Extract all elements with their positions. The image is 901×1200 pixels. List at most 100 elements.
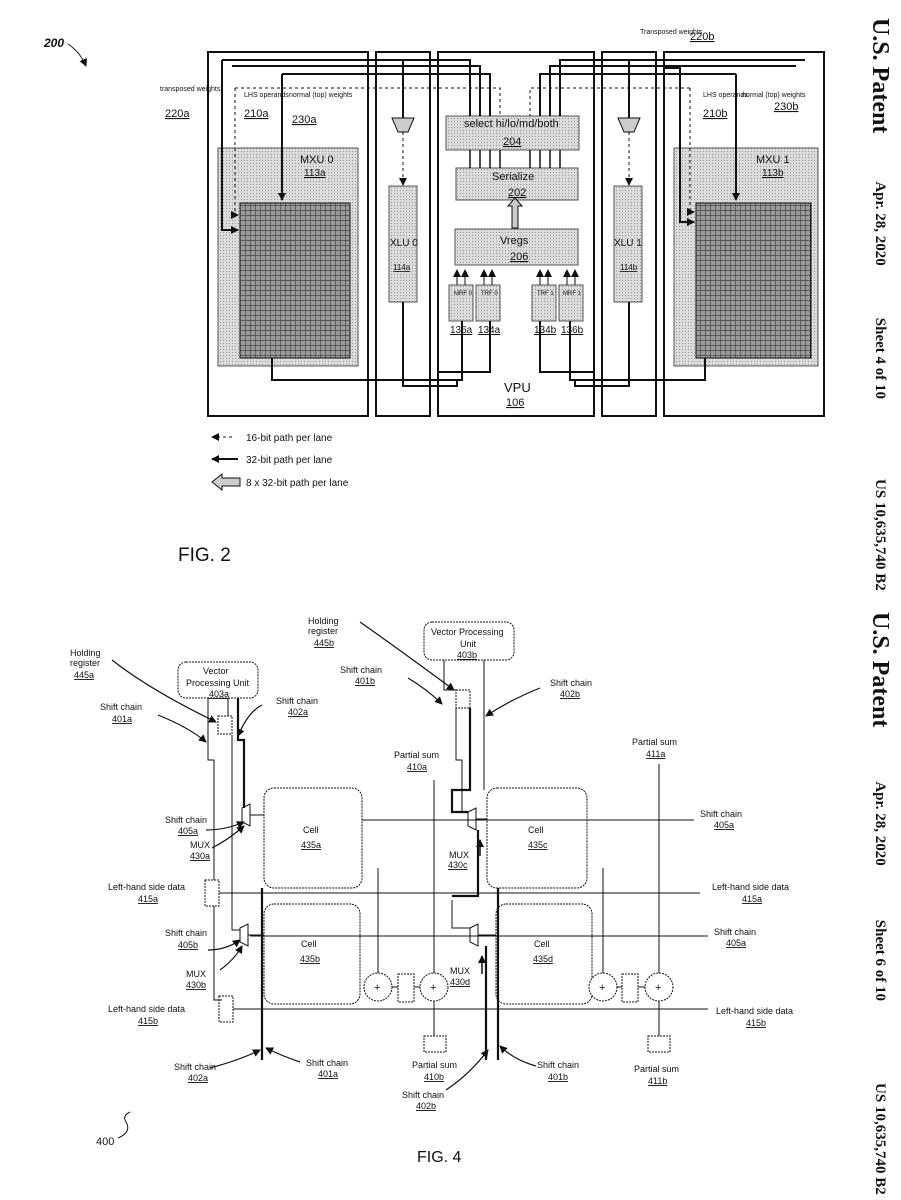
shift-chain-402b-ref: 402b xyxy=(560,689,580,699)
lhs-data-415b-left-label: Left-hand side data xyxy=(108,1004,185,1014)
ref-220b: 220b xyxy=(690,31,714,43)
figure-4-caption: FIG. 4 xyxy=(417,1149,462,1166)
mux-430d-ref: 430d xyxy=(450,977,470,987)
shift-chain-405a-right-ref: 405a xyxy=(714,820,734,830)
mxu1-label: MXU 1 xyxy=(756,154,790,166)
adder-3-symbol: + xyxy=(599,982,605,994)
xlu1-mux xyxy=(617,117,641,133)
mux-430d xyxy=(469,923,479,947)
figure-4-ref: 400 xyxy=(96,1136,114,1148)
cell-435a-ref: 435a xyxy=(301,840,321,850)
figure-2-ref: 200 xyxy=(43,36,64,50)
shift-chain-401a-bottom-ref: 401a xyxy=(318,1069,338,1079)
lhs-data-415a-left-ref: 415a xyxy=(138,894,158,904)
mux-430b-ref: 430b xyxy=(186,980,206,990)
mxu1-group-box xyxy=(663,51,825,417)
mrf1-label: MRF 1 xyxy=(563,291,582,297)
lhs-data-415b-right-label: Left-hand side data xyxy=(716,1006,793,1016)
partial-sum-411a-ref: 411a xyxy=(646,749,665,759)
holding-register-445b xyxy=(455,689,471,709)
trf1-block xyxy=(531,284,557,322)
select-ref: 204 xyxy=(503,136,521,148)
mux-430a xyxy=(241,803,251,827)
shift-chain-405b-label: Shift chain xyxy=(165,928,207,938)
holding-register-445b-label-2: register xyxy=(308,626,338,636)
select-to-serialize-lines xyxy=(469,150,561,168)
ref-210b: 210b xyxy=(703,108,727,120)
lhs-data-415a-right-ref: 415a xyxy=(742,894,762,904)
partial-sum-410b-register xyxy=(423,1035,447,1053)
shift-chain-405a-right2-label: Shift chain xyxy=(714,927,756,937)
accumulator-1 xyxy=(397,973,415,1003)
cell-435d-label: Cell xyxy=(534,939,550,949)
mxu0-label: MXU 0 xyxy=(300,154,334,166)
shift-chain-401b-bottom-label: Shift chain xyxy=(537,1060,579,1070)
ref-136b: 136b xyxy=(561,325,584,336)
adder-2-symbol: + xyxy=(430,982,436,994)
lhs-data-415a-right-label: Left-hand side data xyxy=(712,882,789,892)
shift-chain-402a-bottom-ref: 402a xyxy=(188,1073,208,1083)
serialize-block xyxy=(455,167,579,201)
fig2-wiring-left xyxy=(221,59,491,387)
shift-chain-402a-bottom-label: Shift chain xyxy=(174,1062,216,1072)
partial-sum-411b-register xyxy=(647,1035,671,1053)
mux-430c-label: MUX xyxy=(449,850,469,860)
mrf1-block xyxy=(558,284,584,322)
holding-register-445b-ref: 445b xyxy=(314,638,334,648)
cell-435a xyxy=(263,787,363,889)
shift-chain-401b-bottom-ref: 401b xyxy=(548,1072,568,1082)
patent-date: Apr. 28, 2020 xyxy=(872,181,888,266)
mux-430b xyxy=(239,923,249,947)
vpu-group-box xyxy=(437,51,595,417)
xlu0-mux xyxy=(391,117,415,133)
figure-2-ref-arrow xyxy=(67,43,87,67)
shift-chain-401b-ref: 401b xyxy=(355,676,375,686)
lhs-register-415a xyxy=(204,879,220,907)
patent-number: US 10,635,740 B2 xyxy=(872,479,888,591)
partial-sum-410b-label: Partial sum xyxy=(412,1060,457,1070)
cell-435d-ref: 435d xyxy=(533,954,553,964)
ref-230b: 230b xyxy=(774,101,798,113)
shift-chain-402a-ref: 402a xyxy=(288,707,308,717)
ref-210a: 210a xyxy=(244,108,269,120)
partial-sum-411a-label: Partial sum xyxy=(632,737,677,747)
holding-register-445a-label-2: register xyxy=(70,658,100,668)
cell-435a-label: Cell xyxy=(303,825,319,835)
xlu0-ref: 114a xyxy=(393,263,411,272)
patent-number: US 10,635,740 B2 xyxy=(872,1083,888,1195)
partial-sum-410a-ref: 410a xyxy=(407,762,427,772)
partial-sum-411b-label: Partial sum xyxy=(634,1064,679,1074)
vregs-ref: 206 xyxy=(510,251,528,263)
partial-sum-410b-ref: 410b xyxy=(424,1072,444,1082)
vpu-403b-box xyxy=(423,621,515,661)
accumulator-2 xyxy=(621,973,639,1003)
mxu0-group-box xyxy=(207,51,369,417)
vregs-label: Vregs xyxy=(500,235,529,247)
mux-430b-label: MUX xyxy=(186,969,206,979)
legend-8x32bit-arrow xyxy=(211,472,241,492)
fig4-leader-lines xyxy=(111,621,541,1091)
lhs-data-415b-right-ref: 415b xyxy=(746,1018,766,1028)
patent-date: Apr. 28, 2020 xyxy=(872,781,888,866)
sheet-header-bottom: U.S. Patent Apr. 28, 2020 Sheet 6 of 10 … xyxy=(859,612,893,1195)
holding-register-445b-label-1: Holding xyxy=(308,616,339,626)
cell-435b-ref: 435b xyxy=(300,954,320,964)
sheet-number: Sheet 4 of 10 xyxy=(872,317,888,400)
figure-4: Vector Processing Unit 403a Vector Proce… xyxy=(70,616,793,1166)
patent-label: U.S. Patent xyxy=(867,18,893,134)
shift-chain-402b-bottom-ref: 402b xyxy=(416,1101,436,1111)
normal-weights-b-label: normal (top) weights xyxy=(742,92,806,99)
patent-label: U.S. Patent xyxy=(867,612,893,728)
mux-select-arrows xyxy=(476,839,486,974)
shift-chain-405a-right-label: Shift chain xyxy=(700,809,742,819)
figure-4-ref-arrow xyxy=(117,1111,131,1139)
cell-435b xyxy=(263,903,361,1005)
vpu-403b-label-1: Vector Processing xyxy=(431,627,504,637)
vpu-403a-ref: 403a xyxy=(209,689,229,699)
shift-chain-401a-ref: 401a xyxy=(112,714,132,724)
trf1-label: TRF 1 xyxy=(537,291,554,297)
shift-chain-401b-label: Shift chain xyxy=(340,665,382,675)
vregs-block xyxy=(454,228,579,266)
reg-to-vregs-arrows xyxy=(453,269,579,285)
vpu-403b-label-2: Unit xyxy=(460,639,477,649)
